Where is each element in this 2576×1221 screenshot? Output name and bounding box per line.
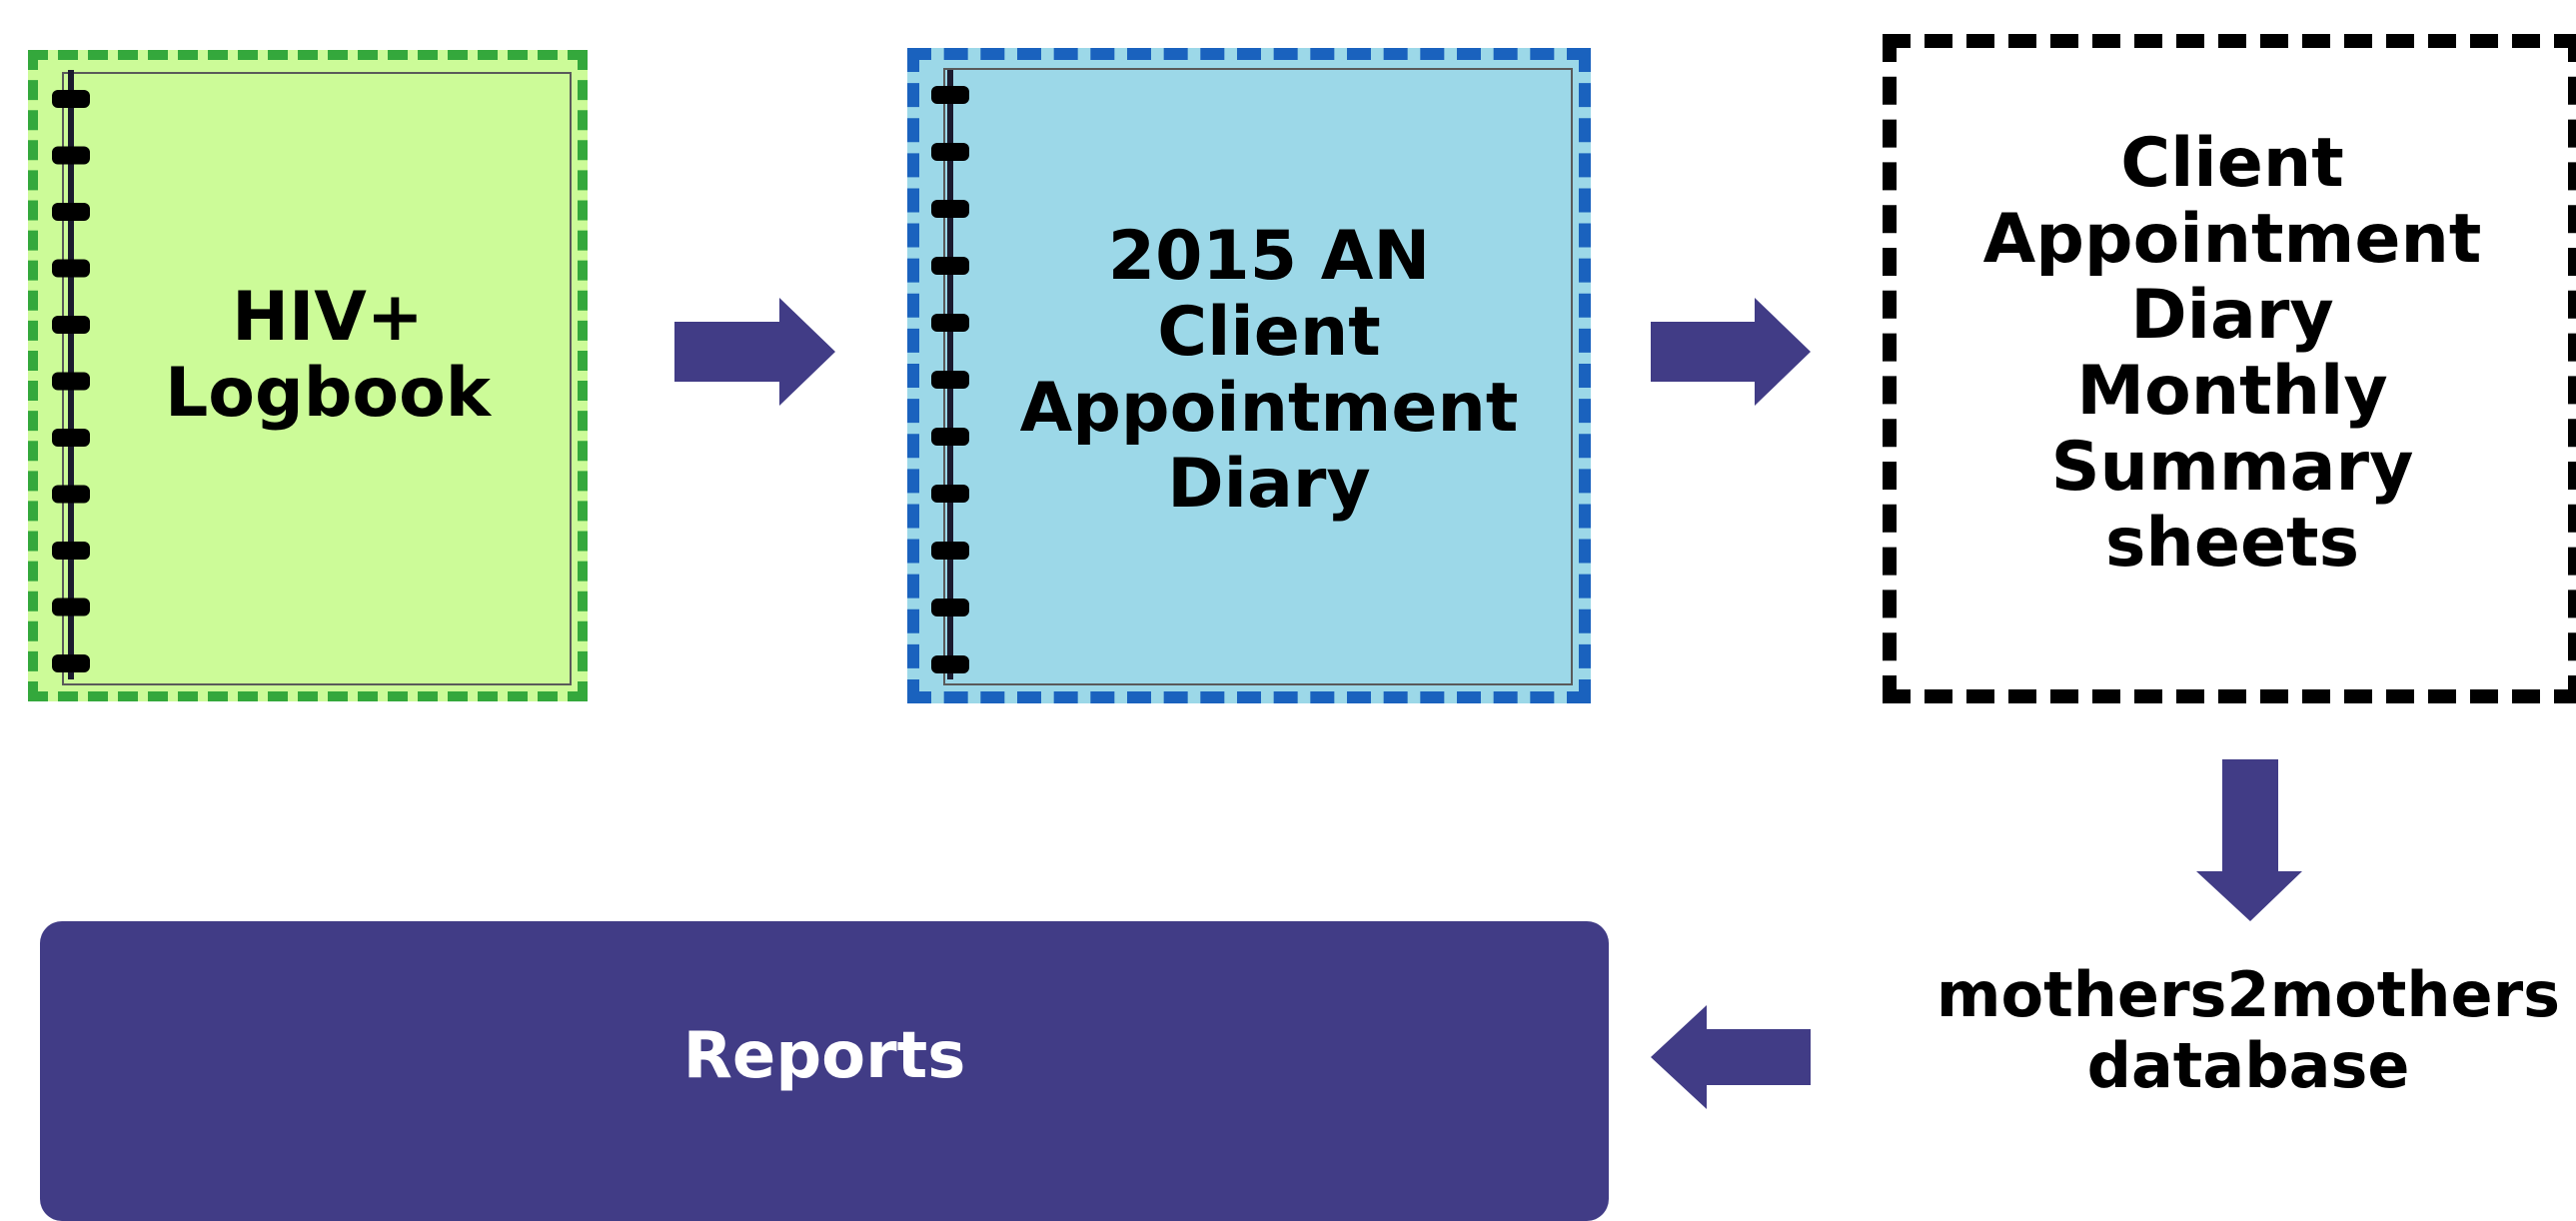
spiral-ring [52, 146, 90, 165]
spiral-ring [52, 654, 90, 672]
spiral-ring [931, 200, 969, 218]
spiral-ring [52, 485, 90, 504]
spiral-ring [931, 257, 969, 275]
spiral-ring [931, 86, 969, 104]
spiral-ring [931, 655, 969, 673]
spiral-ring [52, 259, 90, 278]
spiral-ring [931, 599, 969, 616]
summary-sheets-node: Client Appointment Diary Monthly Summary… [1883, 34, 2576, 703]
spiral-ring [52, 90, 90, 108]
database-node-label: mothers2mothers database [1935, 958, 2561, 1103]
spiral-ring [931, 143, 969, 161]
spiral-ring [931, 428, 969, 446]
spiral-ring [931, 314, 969, 332]
diary-node: 2015 AN Client Appointment Diary [907, 48, 1591, 703]
flow-diagram: HIV+ Logbook 2015 AN Client Appointment … [28, 34, 2576, 1221]
arrows-layer [674, 298, 2302, 1109]
spiral-notebook-icon [931, 70, 969, 679]
spiral-ring [52, 203, 90, 221]
reports-label: Reports [682, 1019, 966, 1093]
spiral-ring [52, 598, 90, 616]
arrow-right-icon [1651, 298, 1811, 406]
spiral-ring [52, 542, 90, 560]
spiral-notebook-icon [52, 70, 90, 679]
summary-sheets-label: Client Appointment Diary Monthly Summary… [1982, 123, 2482, 584]
logbook-node: HIV+ Logbook [28, 50, 588, 701]
logbook-label: HIV+ Logbook [164, 277, 492, 433]
spiral-ring [52, 316, 90, 334]
spiral-ring [931, 371, 969, 389]
spiral-ring [52, 429, 90, 447]
spiral-ring [52, 372, 90, 391]
arrow-right-icon [674, 298, 835, 406]
arrow-left-icon [1651, 1005, 1811, 1109]
diary-label: 2015 AN Client Appointment Diary [1019, 216, 1519, 525]
spiral-ring [931, 542, 969, 560]
spiral-ring [931, 485, 969, 503]
arrow-down-icon [2196, 759, 2302, 921]
